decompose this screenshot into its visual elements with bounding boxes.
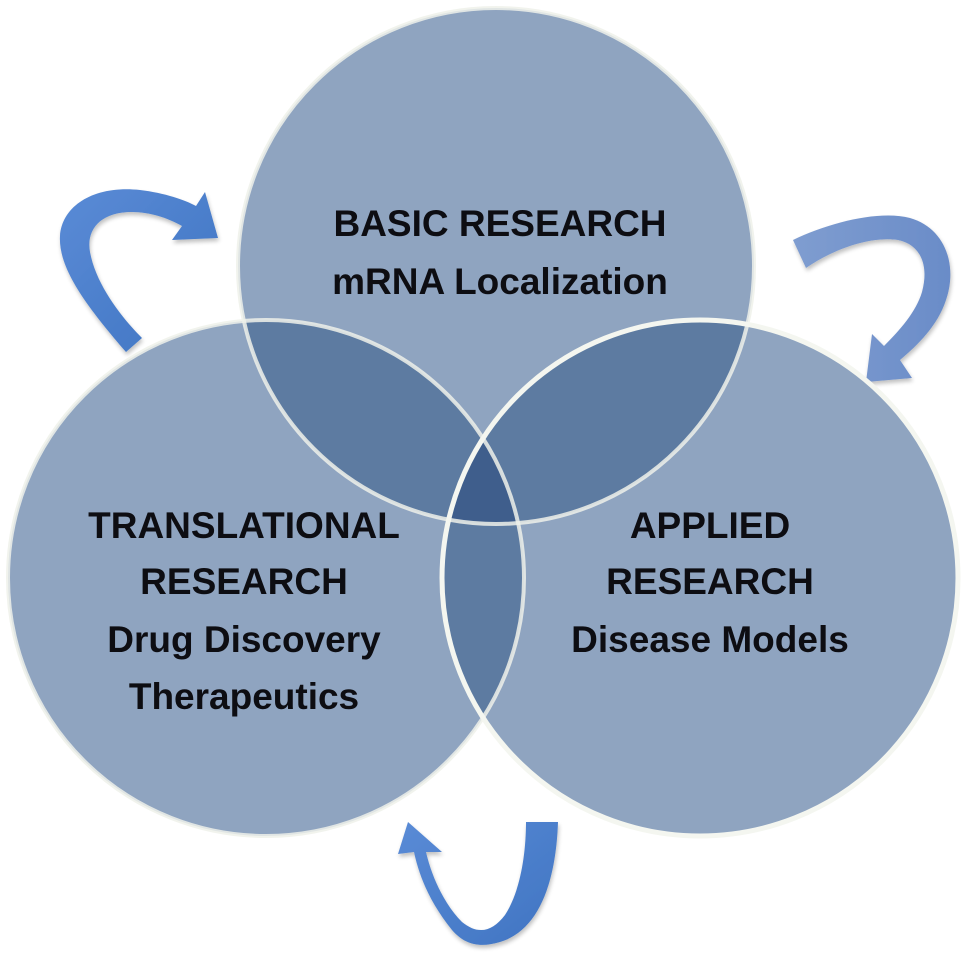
label-line: Therapeutics: [129, 676, 359, 717]
label-line: RESEARCH: [140, 561, 348, 602]
label-applied-research: APPLIED RESEARCH Disease Models: [571, 505, 849, 660]
overlap-basic-translational: [238, 320, 524, 524]
overlap-basic-applied: [442, 320, 754, 524]
label-line: Disease Models: [571, 619, 849, 660]
circle-edge-basic: [236, 6, 756, 526]
label-line: RESEARCH: [606, 561, 814, 602]
label-basic-research: BASIC RESEARCH mRNA Localization: [332, 203, 668, 302]
label-line: BASIC RESEARCH: [333, 203, 666, 244]
label-line: APPLIED: [630, 505, 790, 546]
circle-edge-translational: [6, 318, 526, 838]
label-line: Drug Discovery: [107, 619, 381, 660]
curved-arrow-icon: [59, 189, 219, 352]
label-line: TRANSLATIONAL: [88, 505, 400, 546]
arrow-applied-to-translational: [398, 822, 558, 945]
label-translational-research: TRANSLATIONAL RESEARCH Drug Discovery Th…: [88, 505, 400, 717]
arrow-translational-to-basic: [59, 189, 219, 352]
curved-arrow-icon: [793, 215, 951, 382]
arrow-basic-to-applied: [793, 215, 951, 382]
circle-edge-applied: [439, 317, 961, 839]
label-line: mRNA Localization: [332, 261, 668, 302]
curved-arrow-icon: [398, 822, 558, 945]
